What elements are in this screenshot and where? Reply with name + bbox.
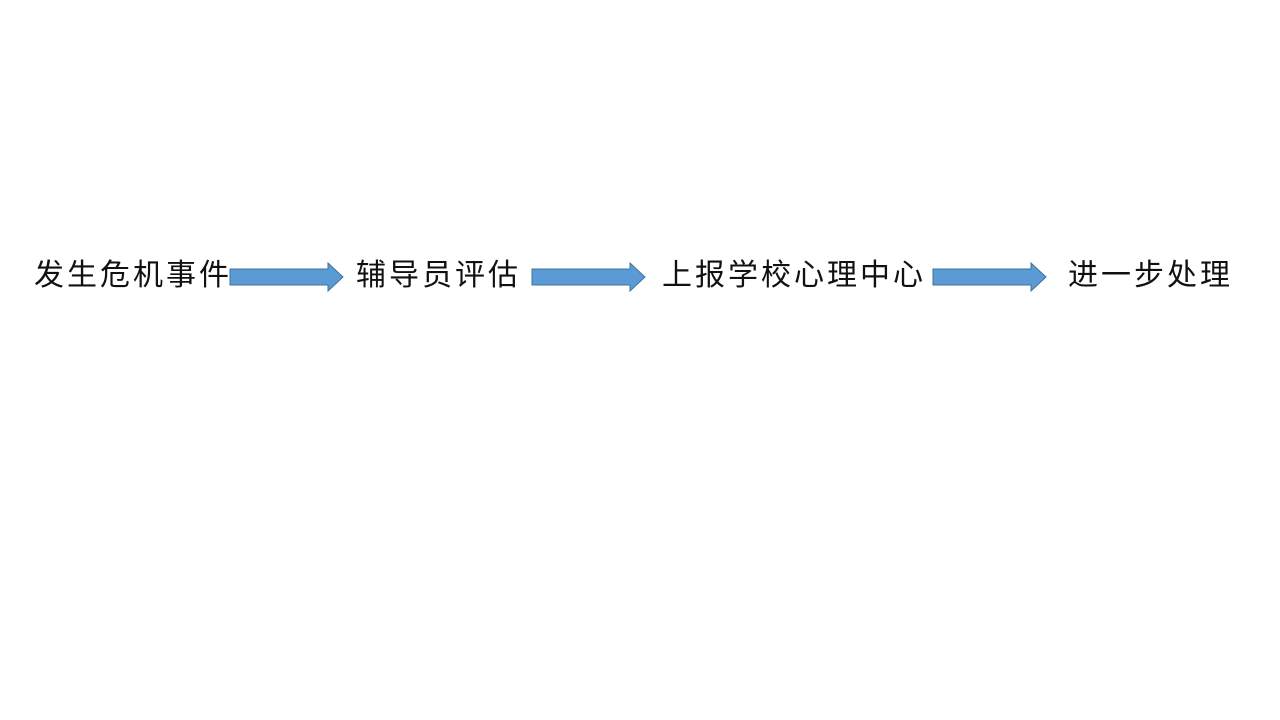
flow-step-crisis-event: 发生危机事件 xyxy=(34,258,232,293)
flow-step-report-psych-center: 上报学校心理中心 xyxy=(662,258,926,293)
right-arrow-icon xyxy=(229,262,344,292)
right-arrow-icon xyxy=(531,262,646,292)
flow-step-counselor-assessment: 辅导员评估 xyxy=(356,258,521,293)
flow-step-further-handling: 进一步处理 xyxy=(1068,258,1233,293)
right-arrow-icon xyxy=(932,262,1047,292)
